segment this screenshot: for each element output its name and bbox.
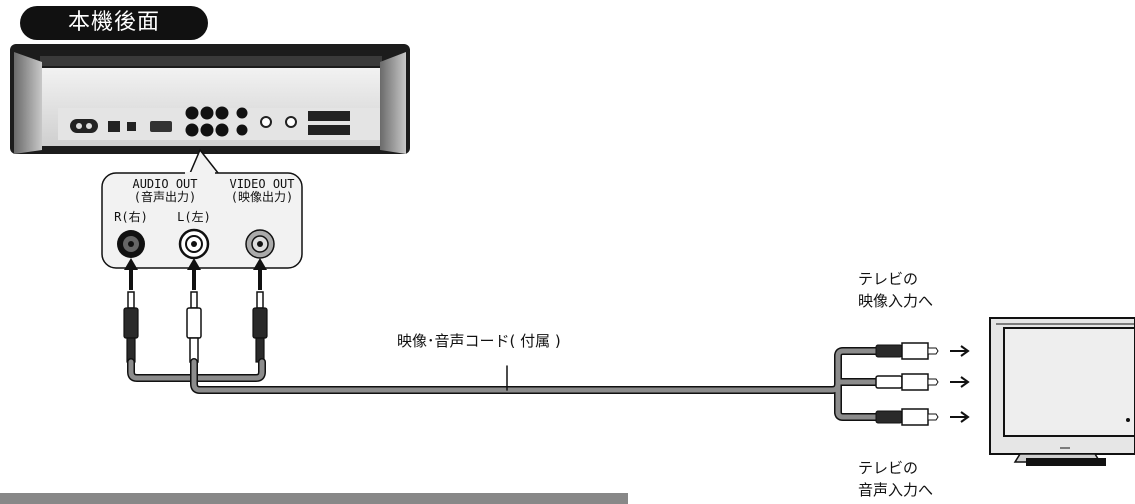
cable-label: 映像･音声コード( 付属 ) [397, 332, 561, 350]
lan-port-icon [108, 121, 120, 132]
device-rear-panel [10, 44, 410, 154]
tv-audio-input-label: テレビの 音声入力へ [858, 457, 933, 501]
divider-bar [0, 493, 628, 504]
rca-plug-white [186, 258, 202, 363]
section-title: 本機後面 [20, 6, 208, 40]
rca-plug-red [123, 258, 139, 363]
audio-l-jack-icon [178, 228, 210, 260]
audio-out-label: AUDIO OUT (音声出力) [120, 178, 210, 204]
video-jack-icon [245, 229, 275, 259]
tv-audio-line2: 音声入力へ [858, 481, 934, 499]
audio-out-en: AUDIO OUT [132, 177, 198, 191]
tv-video-line1: テレビの [858, 270, 919, 288]
rca-plug-yellow [252, 258, 268, 363]
power-inlet-icon [70, 119, 98, 133]
video-out-en: VIDEO OUT [229, 177, 295, 191]
av-jack-cluster [185, 106, 248, 137]
video-out-jp: (映像出力) [230, 190, 294, 204]
tv-video-input-label: テレビの 映像入力へ [858, 268, 933, 312]
audio-r-jack-icon [117, 230, 145, 258]
jack-callout [101, 148, 303, 269]
tv-plug-video [875, 342, 970, 360]
tv-plug-audio-l [875, 373, 970, 391]
tv-plug-audio-r [875, 408, 970, 426]
audio-out-jp: (音声出力) [133, 190, 197, 204]
serial-port-icon [150, 121, 172, 132]
tv-icon [989, 317, 1135, 466]
tv-audio-line1: テレビの [858, 459, 919, 477]
av-cable [127, 347, 882, 421]
left-channel-label: L(左) [177, 210, 211, 224]
right-channel-label: R(右) [114, 210, 148, 224]
tv-video-line2: 映像入力へ [858, 292, 934, 310]
usb-port-icon [127, 122, 136, 131]
video-out-label: VIDEO OUT (映像出力) [222, 178, 302, 204]
